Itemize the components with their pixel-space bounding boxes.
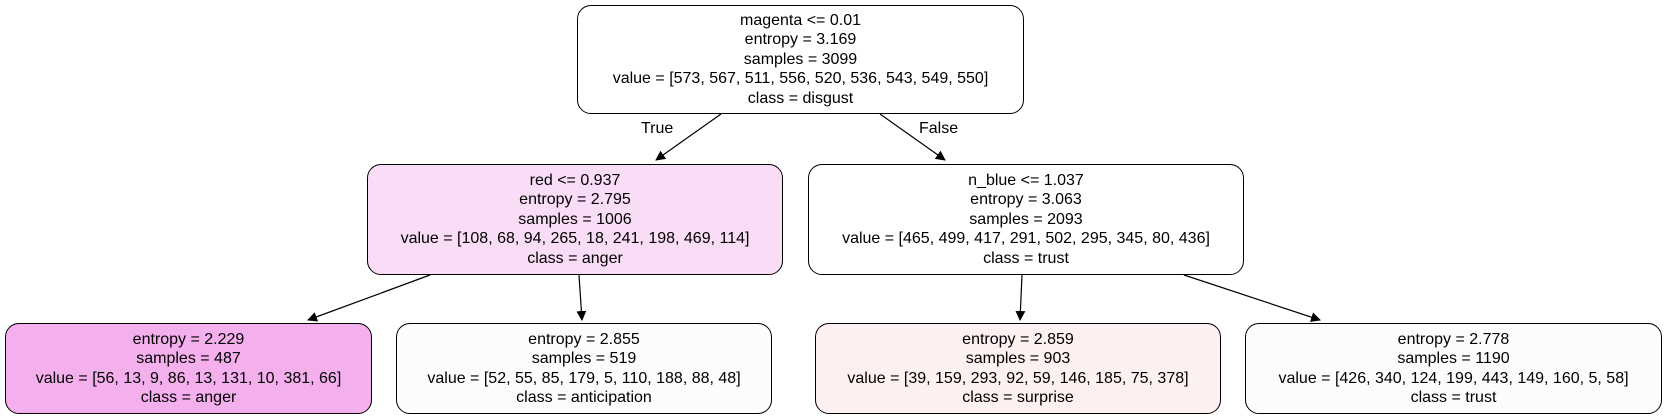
tree-node-left: red <= 0.937 entropy = 2.795 samples = 1… xyxy=(367,164,783,275)
tree-leaf-left-left: entropy = 2.229 samples = 487 value = [5… xyxy=(5,323,372,414)
node-samples: samples = 1006 xyxy=(518,210,632,228)
tree-leaf-left-right: entropy = 2.855 samples = 519 value = [5… xyxy=(396,323,772,414)
edge-left-to-left-right xyxy=(576,274,587,321)
edge-root-to-left xyxy=(655,113,722,161)
node-entropy: entropy = 3.063 xyxy=(970,191,1082,209)
node-entropy: entropy = 2.229 xyxy=(132,330,245,348)
node-samples: samples = 903 xyxy=(965,350,1071,367)
node-value: value = [426, 340, 124, 199, 443, 149, 1… xyxy=(1278,369,1629,387)
node-class: class = trust xyxy=(983,249,1069,267)
tree-leaf-right-left: entropy = 2.859 samples = 903 value = [3… xyxy=(815,323,1221,414)
node-entropy: entropy = 2.778 xyxy=(1397,330,1510,348)
node-entropy: entropy = 3.169 xyxy=(744,31,857,49)
node-class: class = anticipation xyxy=(516,389,652,406)
node-split-rule: n_blue <= 1.037 xyxy=(968,171,1084,189)
node-class: class = anger xyxy=(527,249,623,267)
node-samples: samples = 1190 xyxy=(1397,350,1510,367)
node-value: value = [56, 13, 9, 86, 13, 131, 10, 381… xyxy=(35,369,342,387)
node-value: value = [465, 499, 417, 291, 502, 295, 3… xyxy=(842,230,1210,248)
node-entropy: entropy = 2.859 xyxy=(962,330,1074,348)
node-class: class = trust xyxy=(1410,389,1497,406)
edge-root-to-right xyxy=(879,113,946,161)
node-value: value = [39, 159, 293, 92, 59, 146, 185,… xyxy=(847,369,1189,387)
node-samples: samples = 2093 xyxy=(969,210,1083,228)
node-value: value = [573, 567, 511, 556, 520, 536, 5… xyxy=(612,70,989,88)
edge-label-true: True xyxy=(641,120,674,137)
edge-right-to-right-left xyxy=(1015,274,1026,321)
node-split-rule: magenta <= 0.01 xyxy=(740,11,861,29)
edge-right-to-right-right xyxy=(1183,274,1321,322)
tree-node-right: n_blue <= 1.037 entropy = 3.063 samples … xyxy=(808,164,1244,275)
node-samples: samples = 519 xyxy=(531,350,637,367)
edge-label-false: False xyxy=(919,120,959,137)
node-value: value = [108, 68, 94, 265, 18, 241, 198,… xyxy=(400,230,750,248)
node-class: class = anger xyxy=(140,389,237,406)
edge-left-to-left-left xyxy=(307,274,431,322)
node-entropy: entropy = 2.795 xyxy=(519,191,631,209)
tree-leaf-right-right: entropy = 2.778 samples = 1190 value = [… xyxy=(1245,323,1662,414)
tree-node-root: magenta <= 0.01 entropy = 3.169 samples … xyxy=(577,5,1024,114)
node-split-rule: red <= 0.937 xyxy=(529,171,621,189)
node-entropy: entropy = 2.855 xyxy=(528,330,640,348)
node-samples: samples = 487 xyxy=(136,350,241,367)
node-samples: samples = 3099 xyxy=(743,50,858,68)
node-class: class = disgust xyxy=(747,89,854,107)
node-value: value = [52, 55, 85, 179, 5, 110, 188, 8… xyxy=(427,369,741,387)
node-class: class = surprise xyxy=(962,389,1074,406)
